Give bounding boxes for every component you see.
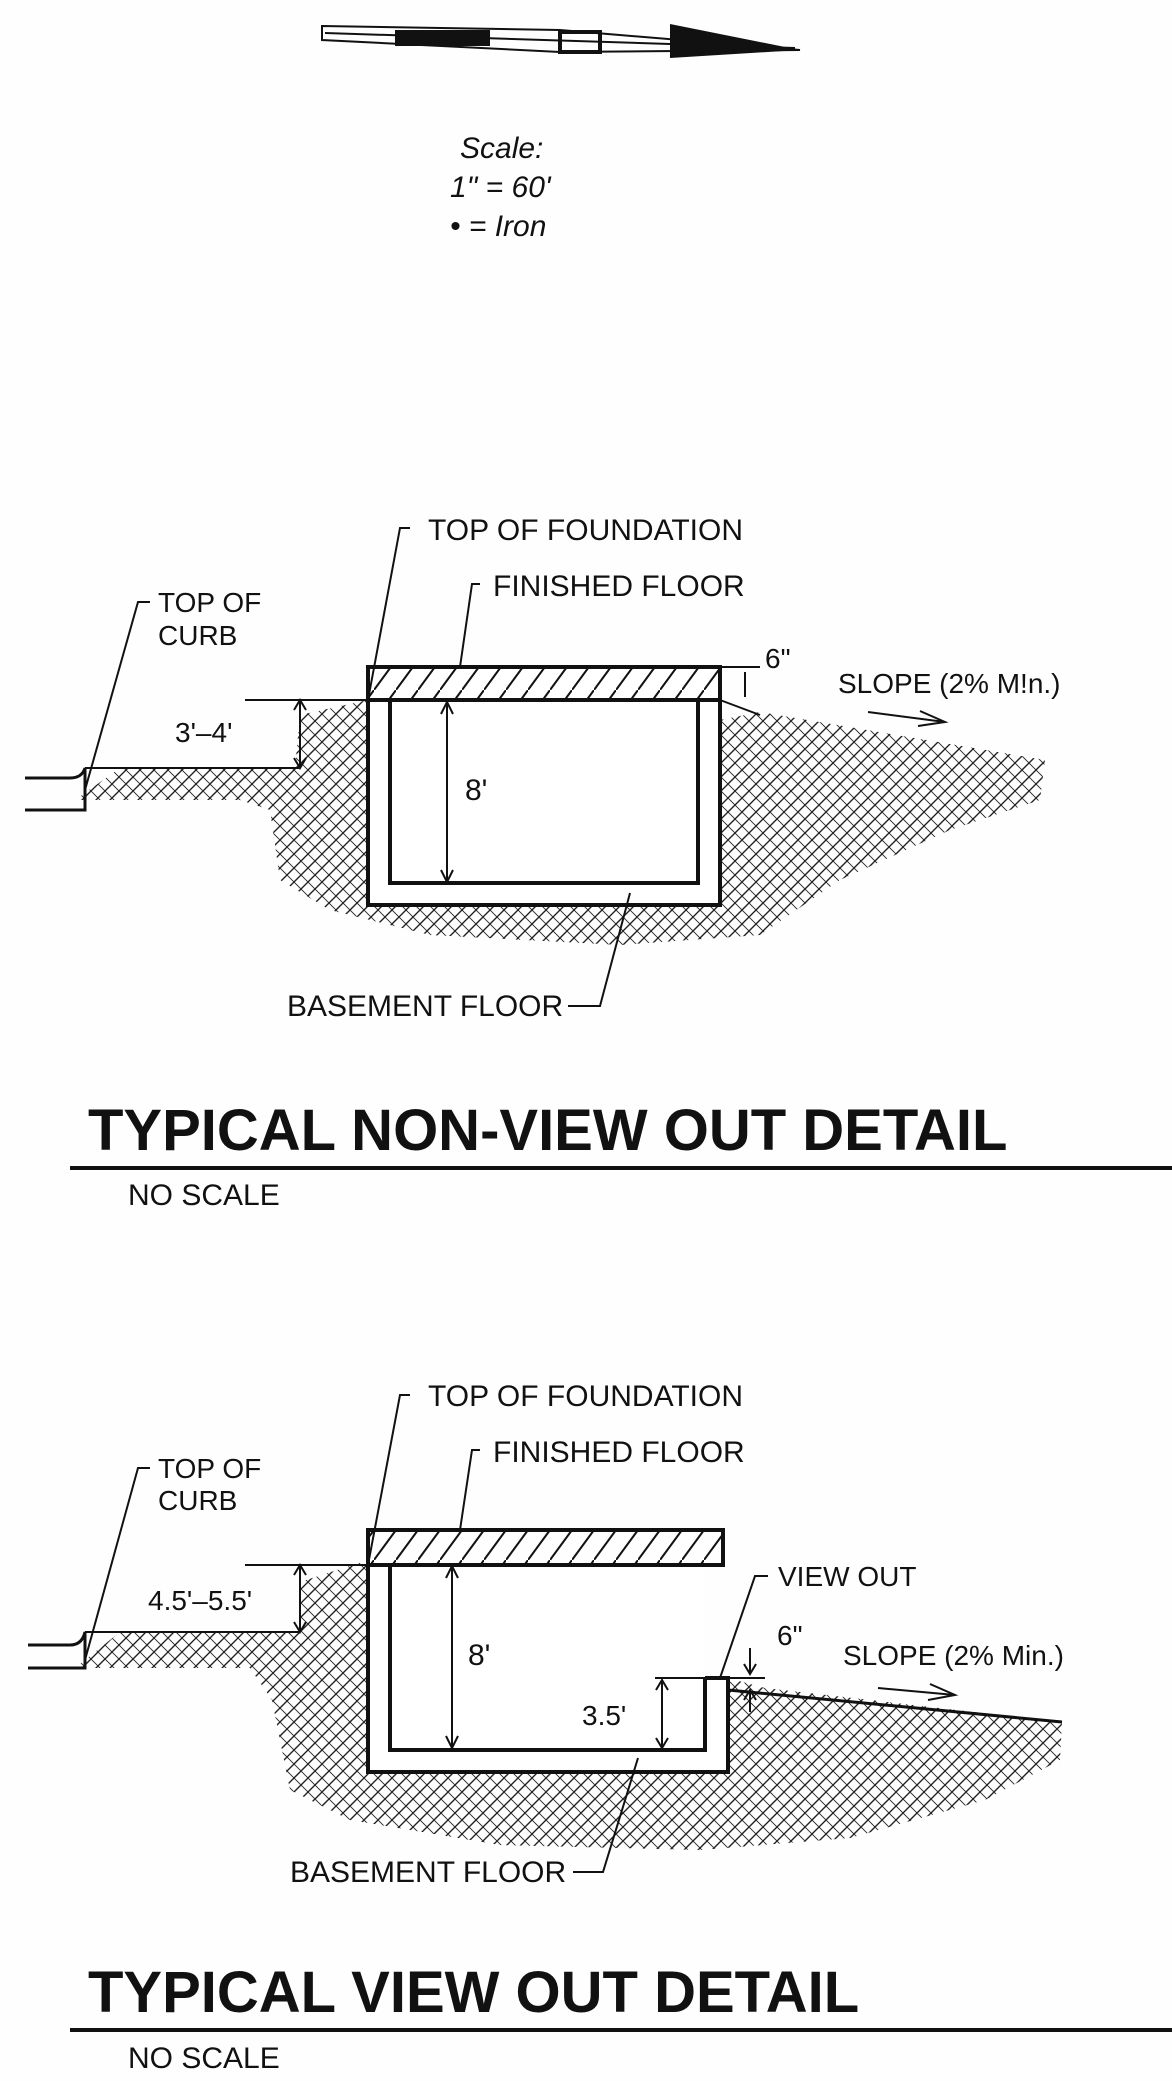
scale-label: Scale: bbox=[460, 132, 543, 165]
finished-floor-leader bbox=[459, 583, 480, 668]
detail1-title: TYPICAL NON-VIEW OUT DETAIL bbox=[88, 1098, 1007, 1163]
finished-floor-leader bbox=[459, 1449, 480, 1531]
wall-height-label: 8' bbox=[465, 774, 487, 807]
basement-floor-label: BASEMENT FLOOR bbox=[287, 990, 563, 1023]
slab-thickness-label: 6" bbox=[765, 643, 791, 674]
iron-legend: • = Iron bbox=[450, 210, 546, 243]
detail1-scale-note: NO SCALE bbox=[128, 1179, 280, 1212]
finished-floor-label: FINISHED FLOOR bbox=[493, 570, 745, 603]
finished-floor-slab bbox=[366, 1528, 725, 1567]
top-of-foundation-label: TOP OF FOUNDATION bbox=[428, 1380, 743, 1413]
curb-shape bbox=[28, 1631, 87, 1670]
top-of-foundation-label: TOP OF FOUNDATION bbox=[428, 514, 743, 547]
foundation-inner bbox=[388, 698, 700, 885]
top-of-foundation-leader bbox=[367, 527, 410, 701]
viewout-height-label: 3.5' bbox=[582, 1700, 626, 1731]
top-of-curb-leader bbox=[84, 1467, 150, 1661]
curb-height-label: 4.5'–5.5' bbox=[148, 1585, 252, 1616]
north-arrow-icon bbox=[321, 24, 801, 58]
scale-value: 1" = 60' bbox=[450, 171, 552, 204]
slope-label: SLOPE (2% Min.) bbox=[843, 1640, 1064, 1671]
curb-height-label: 3'–4' bbox=[175, 717, 232, 748]
detail-view-out: 8' 3.5' 4.5'–5.5' 6" SLOPE (2% Min.) TOP… bbox=[28, 1380, 1172, 2075]
finished-floor-slab bbox=[366, 665, 722, 702]
basement-floor-label: BASEMENT FLOOR bbox=[290, 1856, 566, 1889]
top-of-curb-label-1: TOP OF bbox=[158, 587, 261, 618]
top-of-curb-leader bbox=[84, 601, 150, 791]
top-of-foundation-leader bbox=[367, 1394, 410, 1566]
slope-arrow-icon bbox=[867, 710, 949, 727]
slab-thickness-label: 6" bbox=[777, 1620, 803, 1651]
detail-non-view-out: 8' 3'–4' 6" SLOPE (2% M!n.) TOP OF FOUND… bbox=[25, 514, 1172, 1212]
curb-shape bbox=[25, 767, 87, 812]
finished-floor-label: FINISHED FLOOR bbox=[493, 1436, 745, 1469]
top-of-curb-label-2: CURB bbox=[158, 620, 237, 651]
soil-fill bbox=[75, 1560, 1062, 1850]
view-out-leader bbox=[719, 1575, 768, 1679]
basement-floor-leader bbox=[568, 892, 631, 1007]
detail2-scale-note: NO SCALE bbox=[128, 2042, 280, 2075]
top-of-curb-label-1: TOP OF bbox=[158, 1453, 261, 1484]
slope-label: SLOPE (2% M!n.) bbox=[838, 668, 1061, 699]
slope-arrow-icon bbox=[877, 1683, 959, 1701]
detail2-title: TYPICAL VIEW OUT DETAIL bbox=[88, 1960, 859, 2025]
top-of-curb-label-2: CURB bbox=[158, 1485, 237, 1516]
soil-fill bbox=[75, 700, 1045, 945]
view-out-label: VIEW OUT bbox=[778, 1561, 916, 1592]
wall-height-label: 8' bbox=[468, 1639, 490, 1672]
basement-floor-leader bbox=[573, 1757, 639, 1873]
